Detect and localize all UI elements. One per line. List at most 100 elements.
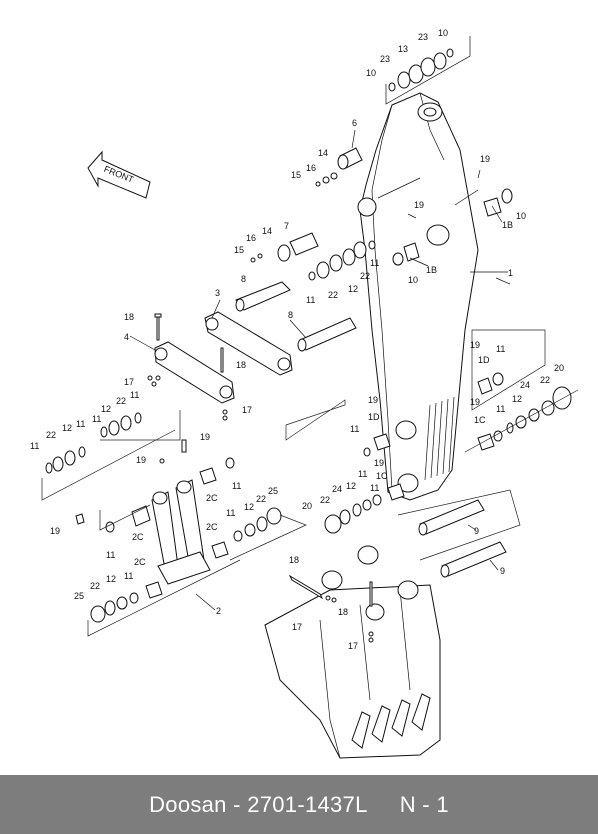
link-2	[75, 439, 307, 637]
label-11: 11	[306, 295, 315, 305]
label-12: 12	[346, 481, 356, 491]
label-25: 25	[74, 591, 84, 601]
label-8: 8	[288, 310, 293, 320]
front-arrow: FRONT	[87, 150, 151, 199]
label-11: 11	[30, 441, 39, 451]
label-19: 19	[480, 154, 490, 164]
label-11: 11	[106, 550, 115, 560]
label-11: 11	[76, 419, 85, 429]
label-23: 23	[418, 32, 428, 42]
label-22: 22	[320, 495, 330, 505]
footer-brand: Doosan	[149, 791, 227, 817]
label-11: 11	[358, 469, 367, 479]
label-16: 16	[306, 163, 316, 173]
label-22: 22	[90, 581, 100, 591]
label-11: 11	[92, 414, 101, 424]
bucket	[264, 545, 441, 759]
label-9: 9	[474, 526, 479, 536]
label-8: 8	[241, 274, 246, 284]
label-19: 19	[368, 395, 378, 405]
link-3	[204, 311, 293, 376]
label-11: 11	[124, 571, 133, 581]
label-12: 12	[106, 574, 116, 584]
label-14: 14	[318, 148, 328, 158]
bushings-1b	[377, 177, 513, 266]
label-19: 19	[200, 432, 210, 442]
label-23: 23	[380, 54, 390, 64]
label-2c: 2C	[206, 493, 218, 503]
label-22: 22	[360, 271, 370, 281]
label-2c: 2C	[206, 522, 218, 532]
label-17: 17	[124, 377, 134, 387]
label-12: 12	[101, 404, 111, 414]
label-11: 11	[370, 483, 379, 493]
label-22: 22	[116, 396, 126, 406]
label-12: 12	[62, 423, 72, 433]
label-19: 19	[50, 526, 60, 536]
label-1d: 1D	[368, 412, 380, 422]
footer-page: N - 1	[399, 791, 449, 817]
label-1b: 1B	[426, 265, 437, 275]
label-1: 1	[508, 268, 513, 278]
leader-lines	[129, 129, 511, 611]
label-19: 19	[470, 397, 480, 407]
label-11: 11	[496, 344, 505, 354]
arm-assembly	[357, 92, 479, 501]
pin-7	[250, 232, 376, 281]
footer-caption: Doosan - 2701-1437L N - 1	[0, 775, 598, 834]
label-24: 24	[332, 484, 342, 494]
part-labels: 10 23 13 23 10 6 14 16 15 19 19 1B 10 1B…	[30, 28, 564, 651]
label-19: 19	[374, 458, 384, 468]
footer-separator: -	[226, 791, 248, 817]
label-18: 18	[124, 312, 134, 322]
label-10: 10	[408, 275, 418, 285]
top-washer-stack	[385, 36, 471, 105]
footer-spacer	[368, 792, 400, 818]
right-washer-stacks	[464, 329, 579, 453]
label-11: 11	[226, 508, 235, 518]
label-10: 10	[516, 211, 526, 221]
label-11: 11	[350, 424, 359, 434]
label-17: 17	[242, 405, 252, 415]
label-12: 12	[244, 502, 254, 512]
label-3: 3	[215, 288, 220, 298]
label-18: 18	[236, 360, 246, 370]
bucket-teeth	[351, 693, 431, 749]
label-11: 11	[232, 481, 241, 491]
left-washer-stacks	[41, 410, 181, 501]
label-20: 20	[302, 501, 312, 511]
pin-6	[315, 147, 363, 187]
label-18: 18	[289, 555, 299, 565]
label-20: 20	[554, 363, 564, 373]
label-16: 16	[246, 233, 256, 243]
label-22: 22	[46, 430, 56, 440]
label-22: 22	[540, 375, 550, 385]
label-25: 25	[268, 486, 278, 496]
label-22: 22	[256, 494, 266, 504]
label-7: 7	[284, 221, 289, 231]
label-1b: 1B	[502, 220, 513, 230]
label-6: 6	[352, 118, 357, 128]
label-19: 19	[414, 200, 424, 210]
label-2: 2	[216, 606, 221, 616]
arm-bushings-1d-1c	[285, 399, 405, 534]
label-11: 11	[370, 258, 379, 268]
label-24: 24	[520, 380, 530, 390]
footer-part-number: 2701-1437L	[247, 791, 368, 817]
label-22: 22	[328, 290, 338, 300]
arm-grooves	[424, 396, 455, 481]
label-13: 13	[398, 44, 408, 54]
label-1c: 1C	[376, 471, 388, 481]
label-15: 15	[234, 245, 244, 255]
label-9: 9	[500, 566, 505, 576]
pins-8	[235, 281, 357, 352]
label-11: 11	[496, 404, 505, 414]
label-10: 10	[438, 28, 448, 38]
parts-diagram: FRONT	[30, 28, 579, 759]
label-17: 17	[292, 622, 302, 632]
label-15: 15	[291, 170, 301, 180]
label-17: 17	[348, 641, 358, 651]
label-1d: 1D	[478, 355, 490, 365]
label-2c: 2C	[132, 532, 144, 542]
label-10: 10	[366, 68, 376, 78]
